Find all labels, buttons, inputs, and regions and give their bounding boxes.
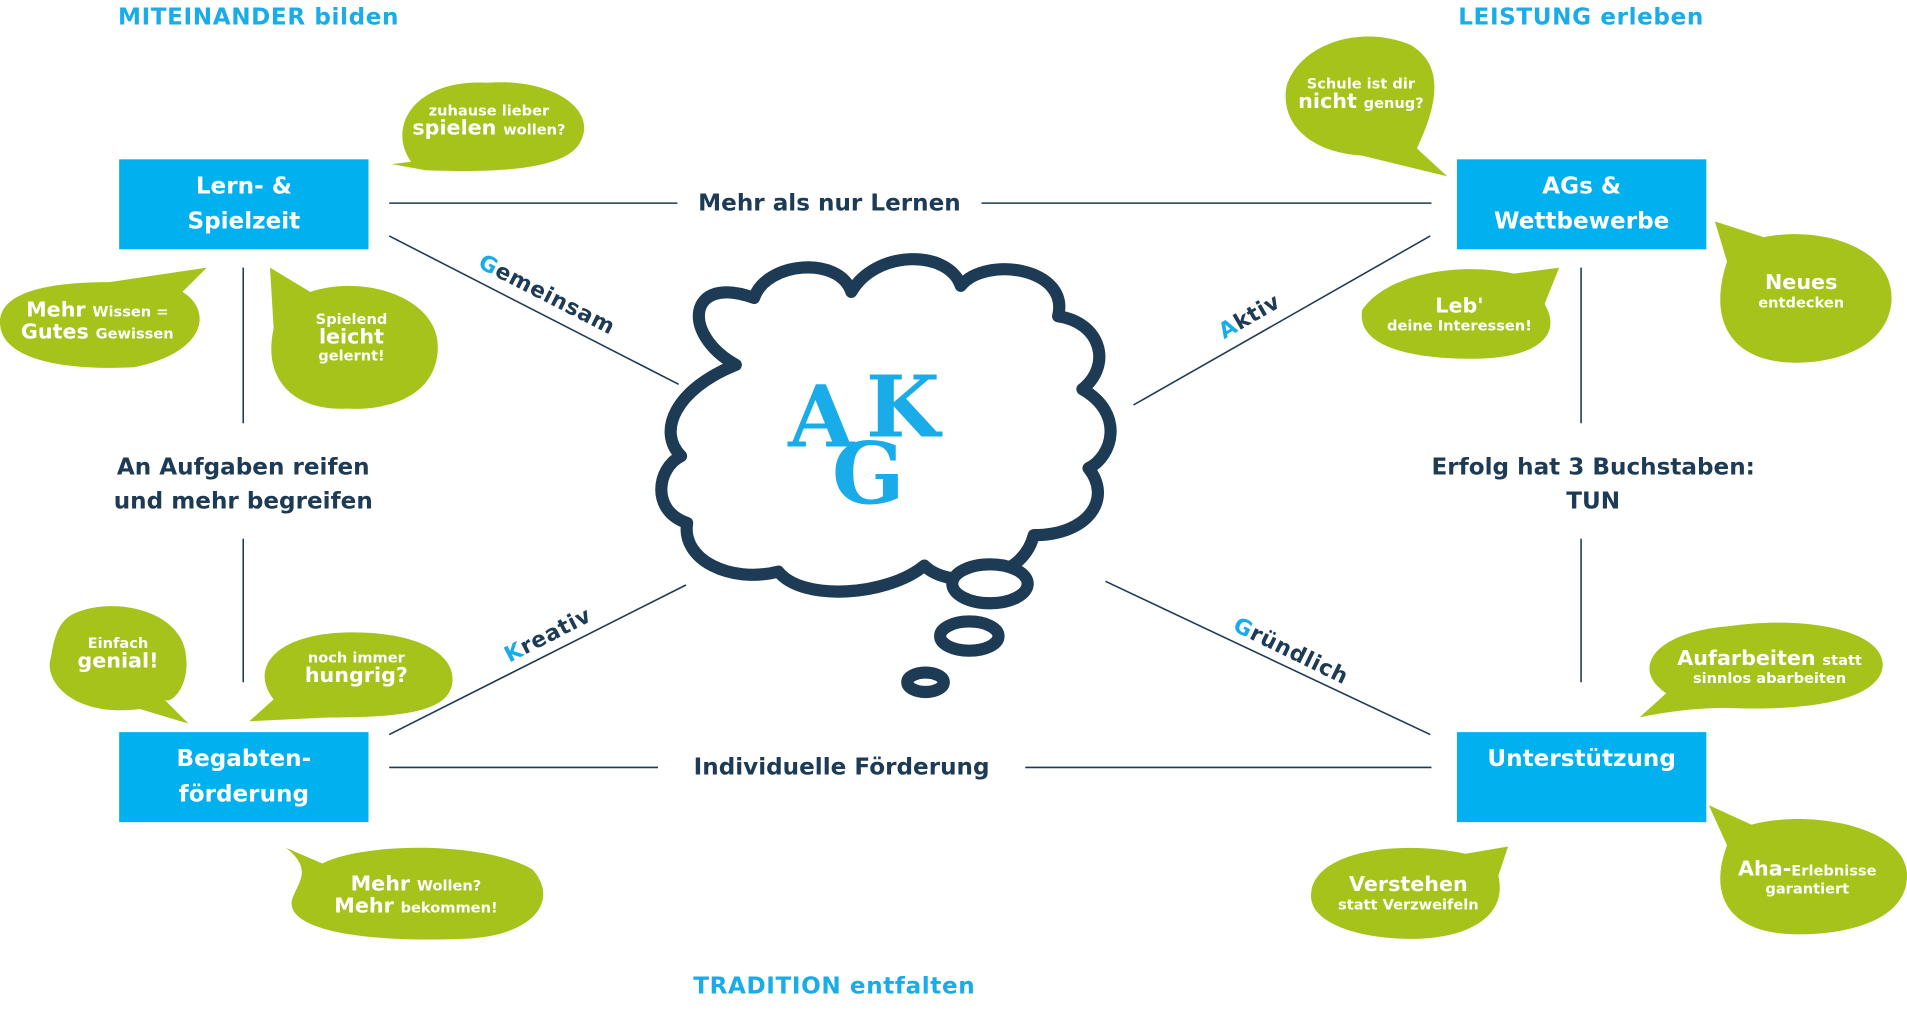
bubble-word: genug? [1363,94,1424,112]
bubble-line: garantiert [1765,880,1850,898]
bubble-wissen [0,267,207,368]
bubble-word: statt [1822,651,1862,669]
bubble-text-nicht: Schule ist dir nicht genug? [1298,76,1424,113]
diagonal-bottom-right [1105,580,1431,736]
bubble-line: Schule ist dir [1306,75,1416,93]
bubble-text-verstehen: Verstehen statt Verzweifeln [1338,872,1479,913]
edge-label-right-line2: TUN [1566,487,1621,515]
box-begabten-line2: förderung [178,780,310,808]
bubble-text-aha: Aha-Erlebnisse garantiert [1738,857,1877,898]
bubble-word: Gutes [20,319,89,345]
edge-label-left-line2: und mehr begreifen [113,487,373,515]
bubble-nicht [1285,36,1448,177]
bubble-line: Spielend [315,310,388,328]
box-ags-wettbewerbe: AGs & Wettbewerbe [1457,159,1707,250]
box-unterstuetzung: Unterstützung [1457,732,1707,823]
box-lern-line2: Spielzeit [187,207,301,235]
bubble-line: noch immer [307,649,405,667]
logo-letter-a: A [788,366,855,468]
box-lern-line1: Lern- & [195,172,292,200]
bubble-word: Gewissen [95,324,174,342]
bubble-hungrig [249,632,453,722]
bubble-line: deine Interessen! [1387,316,1532,334]
bubble-text-genial: Einfach genial! [77,636,158,673]
bubble-word: nicht [1298,89,1357,114]
bubble-word: bekommen! [400,898,498,916]
bubble-genial [49,606,189,724]
corner-title-leistung: LEISTUNG erleben [1458,3,1704,31]
edge-label-right-line1: Erfolg hat 3 Buchstaben: [1431,453,1755,481]
bubble-line: zuhause lieber [428,101,550,119]
bubble-text-aufarbeiten: Aufarbeiten statt sinnlos abarbeiten [1677,646,1862,687]
bubble-word: spielen [412,115,497,141]
bubble-aha [1708,805,1907,935]
box-ags-line2: Wettbewerbe [1494,207,1670,235]
bubble-line: Verstehen [1348,872,1468,898]
bubble-neues [1714,221,1892,363]
box-lern-spielzeit: Lern- & Spielzeit [119,159,369,250]
bubble-line: statt Verzweifeln [1338,895,1479,913]
bubble-leb [1361,267,1560,359]
bubble-text-hungrig: noch immer hungrig? [305,650,408,687]
corner-title-tradition: TRADITION entfalten [693,972,976,1000]
edge-label-top: Mehr als nur Lernen [698,189,961,217]
box-unterstuetzung-line1: Unterstützung [1487,745,1676,773]
edge-label-left: An Aufgaben reifen und mehr begreifen [73,450,414,518]
bubble-line: Neues [1765,270,1838,296]
bubble-line: hungrig? [304,663,408,688]
bubble-text-spielen: zuhause lieber spielen wollen? [412,103,565,140]
bubble-word: Mehr [334,893,394,919]
bubble-line: genial! [77,648,159,674]
bubble-line: gelernt! [318,347,385,365]
box-ags-line1: AGs & [1542,172,1622,200]
bubble-line: Leb' [1435,294,1484,319]
bubble-text-leicht: Spielend leicht gelernt! [316,312,388,364]
bubble-wollen [285,847,544,940]
bubble-spielen [391,82,585,172]
bubble-word: Erlebnisse [1791,862,1877,880]
edge-label-bottom: Individuelle Förderung [693,754,990,781]
bubble-aufarbeiten [1639,622,1883,718]
logo-letter-k: K [865,356,940,458]
bubble-line: entdecken [1758,293,1845,311]
box-begabtenfoerderung: Begabten- förderung [119,732,369,823]
bubble-line: Einfach [87,634,149,652]
bubble-line: leicht [318,324,385,350]
bubble-word: Aufarbeiten [1677,646,1816,672]
diagonal-top-left [388,235,680,386]
bubble-text-leb: Leb' deine Interessen! [1387,294,1532,334]
diagonal-top-right [1133,235,1431,406]
bubble-verstehen [1310,846,1509,939]
bubble-word: Mehr [350,872,411,897]
bubble-text-wollen: Mehr Wollen? Mehr bekommen! [334,872,498,919]
bubble-line: sinnlos abarbeiten [1692,669,1847,687]
thought-cloud [655,253,1117,699]
bubble-word: Wissen = [92,303,169,321]
bubble-leicht [269,267,438,409]
edge-label-left-line1: An Aufgaben reifen [116,453,370,481]
bubble-word: wollen? [503,120,566,138]
bubble-text-neues: Neues entdecken [1758,270,1845,311]
bubble-shapes [0,36,1907,940]
diagonal-bottom-left [388,584,687,736]
edge-label-right: Erfolg hat 3 Buchstaben: TUN [1411,450,1776,518]
corner-title-miteinander: MITEINANDER bilden [117,3,400,31]
bubble-word: Mehr [26,298,86,323]
box-begabten-line1: Begabten- [176,745,312,773]
bubble-text-wissen: Mehr Wissen = Gutes Gewissen [20,298,174,345]
bubble-word: Aha- [1738,857,1792,882]
logo-letter-g: G [831,423,905,525]
bubble-word: Wollen? [416,877,482,895]
